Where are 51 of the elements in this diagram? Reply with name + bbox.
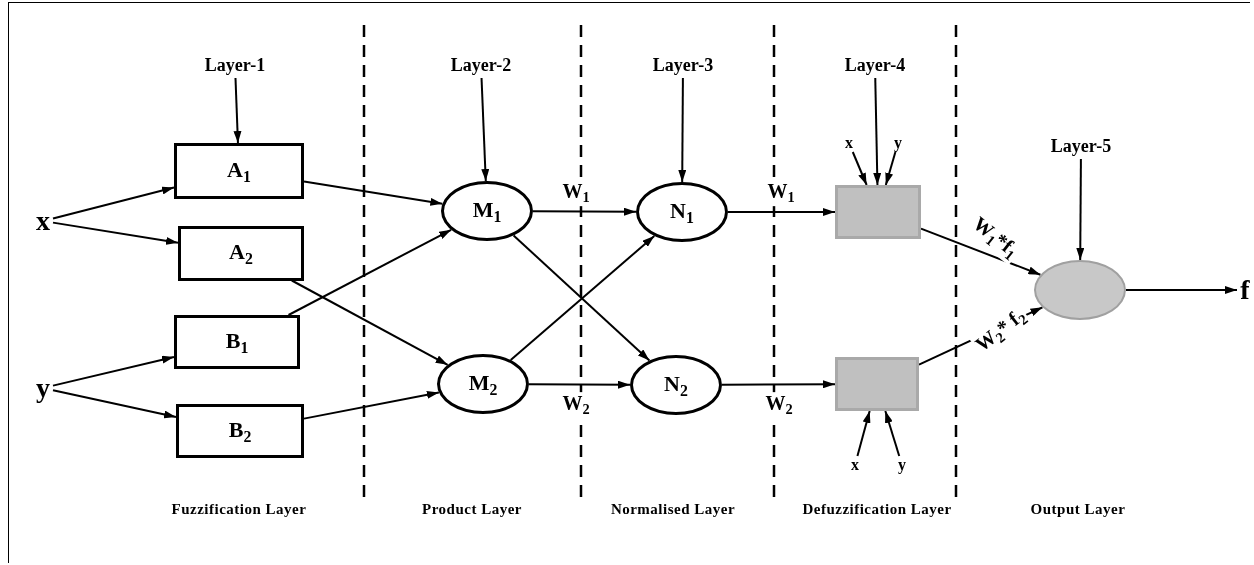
arrow [1125,286,1238,294]
block-box [835,185,921,239]
membership-box: B$_{2}$ [176,404,304,458]
layer-caption: Defuzzification Layer [802,500,952,519]
block-box [835,357,919,411]
arrow [290,279,449,366]
edge-label: W$_{2}$ [560,392,592,418]
arrow [303,390,440,420]
arrow [884,151,897,186]
arrow [851,151,868,186]
membership-box: B$_{1}$ [174,315,300,369]
node-label: Layer-5 [1036,133,1126,159]
arrow [52,221,179,245]
layer-caption: Output Layer [1029,500,1127,519]
arrow [873,77,882,186]
arrow [884,410,901,457]
output-circle [1034,260,1126,320]
node-label: y [895,456,909,474]
layer-caption: Normalised Layer [609,500,737,519]
node-label: x [842,134,856,152]
arrow [856,410,871,457]
arrow [233,77,242,144]
arrow [532,207,637,216]
node-circle: M$_{2}$ [437,354,529,414]
arrow [721,380,836,389]
arrow [528,380,631,389]
edge-label: W$_{2}$ [763,392,795,418]
membership-box: A$_{1}$ [174,143,304,199]
node-label: Layer-1 [190,52,280,78]
node-label: Layer-3 [638,52,728,78]
node-label: x [33,208,53,234]
node-label: Layer-4 [830,52,920,78]
arrow [1076,158,1085,261]
arrow [727,208,836,216]
node-circle: M$_{1}$ [441,181,533,241]
node-label: Layer-2 [436,52,526,78]
arrow [480,77,490,182]
layer-caption: Fuzzification Layer [170,500,308,519]
arrow [678,77,687,183]
layer-caption: Product Layer [421,500,523,519]
node-circle: N$_{1}$ [636,182,728,242]
node-label: y [33,373,53,403]
arrow [52,355,175,387]
node-label: f [1237,276,1253,304]
node-label: y [891,134,905,152]
arrow [303,180,444,206]
node-label: x [848,456,862,474]
membership-box: A$_{2}$ [178,225,304,281]
arrow [52,389,177,419]
node-circle: N$_{2}$ [630,355,722,415]
arrow [52,186,175,220]
